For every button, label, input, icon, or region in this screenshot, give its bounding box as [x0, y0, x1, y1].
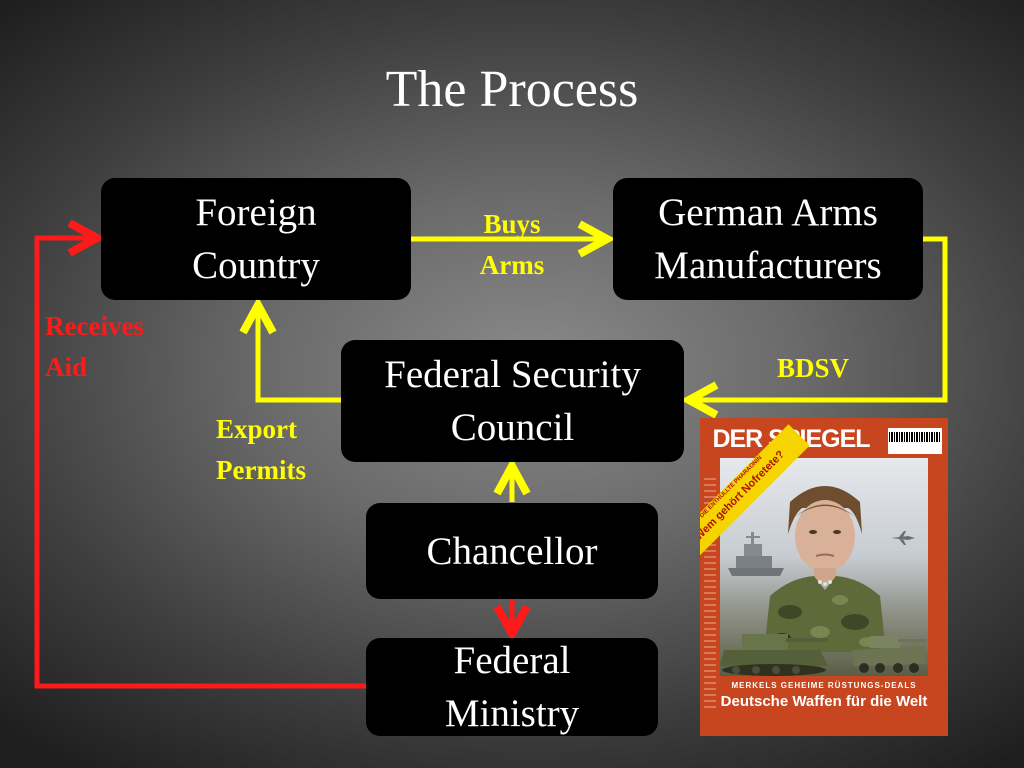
- node-federal-ministry-line2: Ministry: [444, 692, 580, 735]
- label-receives-aid-line2: Aid: [45, 352, 88, 382]
- label-bdsv: BDSV: [777, 348, 849, 389]
- arrow-bdsv: [689, 236, 948, 400]
- label-buys-arms: Buys Arms: [462, 204, 562, 286]
- node-federal-security-line2: Council: [450, 406, 575, 449]
- chancellor-portrait: [764, 486, 886, 652]
- label-buys-arms-line1: Buys: [483, 209, 541, 239]
- node-foreign-country-line1: Foreign: [195, 191, 317, 234]
- warship-icon: [728, 532, 784, 576]
- armored-vehicle-icon: [852, 636, 926, 673]
- spiegel-magazine-cover: DER SPIEGEL: [700, 418, 948, 736]
- node-german-arms-line1: German Arms: [658, 191, 878, 234]
- node-chancellor-label: Chancellor: [426, 529, 598, 573]
- barcode-icon: [889, 432, 941, 442]
- cover-issue-barcode-box: [888, 428, 942, 454]
- tank-icon: [720, 634, 828, 676]
- node-federal-ministry-line1: Federal: [453, 639, 571, 682]
- node-german-arms-manufacturers: German Arms Manufacturers: [613, 178, 923, 300]
- node-foreign-country: Foreign Country: [101, 178, 411, 300]
- label-receives-aid-line1: Receives: [45, 311, 144, 341]
- label-export-permits-line2: Permits: [216, 455, 306, 485]
- arrow-export-permits: [258, 305, 342, 403]
- arrow-receives-aid: [34, 238, 367, 689]
- node-chancellor: Chancellor: [366, 503, 658, 599]
- fighter-jet-icon: [891, 531, 915, 545]
- cover-kicker: MERKELS GEHEIME RÜSTUNGS-DEALS: [731, 681, 917, 690]
- node-federal-security-line1: Federal Security: [384, 353, 641, 396]
- label-buys-arms-line2: Arms: [479, 250, 545, 280]
- node-foreign-country-line2: Country: [192, 244, 320, 287]
- label-receives-aid: Receives Aid: [45, 306, 144, 388]
- node-german-arms-line2: Manufacturers: [654, 244, 882, 287]
- cover-headline: Deutsche Waffen für die Welt: [720, 693, 928, 710]
- label-export-permits: Export Permits: [216, 409, 306, 491]
- label-bdsv-text: BDSV: [777, 353, 850, 383]
- node-federal-ministry: Federal Ministry: [366, 638, 658, 736]
- slide-title: The Process: [385, 61, 639, 118]
- label-export-permits-line1: Export: [216, 414, 297, 444]
- node-federal-security-council: Federal Security Council: [341, 340, 684, 462]
